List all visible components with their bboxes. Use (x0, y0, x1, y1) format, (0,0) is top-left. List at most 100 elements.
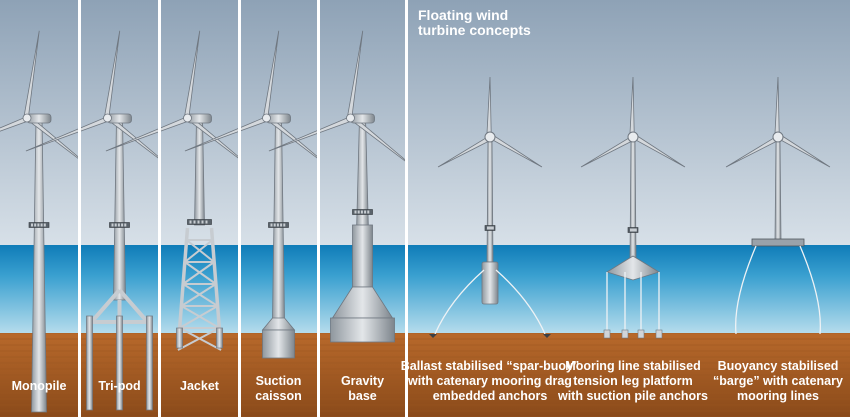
sea (161, 245, 238, 333)
flange-bolt (630, 228, 632, 232)
caisson (262, 329, 295, 359)
tower (486, 141, 494, 263)
flange-bolt (273, 223, 276, 227)
label-line: embedded anchors (433, 389, 548, 403)
label-line: with suction pile anchors (557, 389, 708, 403)
flange-bolt (488, 226, 491, 230)
flange-bolt (631, 228, 634, 232)
jacket-brace (182, 261, 217, 285)
suction-pile (603, 329, 611, 339)
pile (116, 315, 123, 411)
hub (103, 113, 112, 123)
flange-bolt (43, 223, 46, 227)
label-line: base (348, 389, 377, 403)
flange-bolt (283, 223, 286, 227)
tower (194, 117, 205, 226)
label: Tri-pod (98, 379, 140, 393)
foundation-jacket: Jacket (105, 0, 258, 417)
hub (22, 113, 32, 123)
label-line: Buoyancy stabilised (718, 359, 839, 373)
hub (346, 113, 355, 123)
flange-bolt (37, 223, 40, 227)
flange-bolt (40, 223, 43, 227)
flange-bolt (364, 210, 367, 214)
jacket-brace (180, 283, 219, 307)
flange-bolt (201, 220, 204, 224)
mooring-line (495, 269, 546, 335)
flange-bolt (354, 210, 357, 214)
hub (262, 113, 271, 123)
pile (146, 315, 153, 411)
flange-bolt (357, 210, 360, 214)
jacket-brace (179, 305, 220, 329)
flange-bolt (367, 210, 370, 214)
flange-bolt (280, 223, 283, 227)
sea (405, 245, 850, 333)
label-line: tension leg platform (573, 374, 692, 388)
flange-bolt (490, 226, 493, 230)
flange-bolt (124, 223, 127, 227)
flange-bolt (197, 220, 200, 224)
label-line: Suction (256, 374, 302, 388)
label-line: Mooring line stabilised (565, 359, 700, 373)
hub (484, 131, 496, 143)
mooring-line (434, 269, 485, 335)
seabed-texture (161, 333, 238, 417)
gravity-base-block (330, 317, 395, 343)
panel-divider (158, 0, 161, 417)
flange-bolt (491, 226, 494, 230)
flange-bolt (632, 228, 635, 232)
foundation-monopile: Monopile (0, 0, 97, 417)
label-line: Gravity (341, 374, 384, 388)
concept-spar-buoy: Ballast stabilised “spar-buoy”with caten… (401, 76, 580, 403)
suction-pile (637, 329, 645, 339)
label-line: mooring lines (737, 389, 819, 403)
label: Monopile (12, 379, 67, 393)
barge-hull (751, 238, 805, 247)
pile (86, 315, 93, 411)
tower (629, 141, 637, 259)
label: Jacket (180, 379, 220, 393)
jacket-leg (177, 227, 222, 331)
panel-divider (238, 0, 241, 417)
hub (627, 131, 639, 143)
jacket-brace (184, 239, 215, 263)
flange-bolt (489, 226, 492, 230)
flange-bolt (114, 223, 117, 227)
label-line: turbine concepts (418, 22, 531, 38)
label-line: Monopile (12, 379, 67, 393)
label-line: Tri-pod (98, 379, 140, 393)
flange-bolt (189, 220, 192, 224)
flange-bolt (121, 223, 124, 227)
panel-divider (78, 0, 81, 417)
foundation-tripod: Tri-pod (25, 0, 178, 417)
drag-anchor (543, 334, 551, 338)
suction-pile (655, 329, 663, 339)
flange-bolt (193, 220, 196, 224)
flange-bolt (634, 228, 637, 232)
flange-bolt (205, 220, 208, 224)
flange-bolt (31, 223, 33, 227)
panel-divider (317, 0, 320, 417)
seabed-texture (320, 333, 405, 417)
flange-bolt (117, 223, 120, 227)
seabed-texture (405, 333, 850, 417)
label-line: Ballast stabilised “spar-buoy” (401, 359, 580, 373)
jacket-brace (177, 327, 222, 351)
tower (774, 141, 782, 242)
concept-barge: Buoyancy stabilised“barge” with catenary… (713, 76, 843, 403)
flange-bolt (276, 223, 279, 227)
drag-anchor (429, 334, 437, 338)
concept-label: Ballast stabilised “spar-buoy”with caten… (401, 359, 580, 403)
suction-pile (621, 329, 629, 339)
flange-bolt (111, 223, 114, 227)
